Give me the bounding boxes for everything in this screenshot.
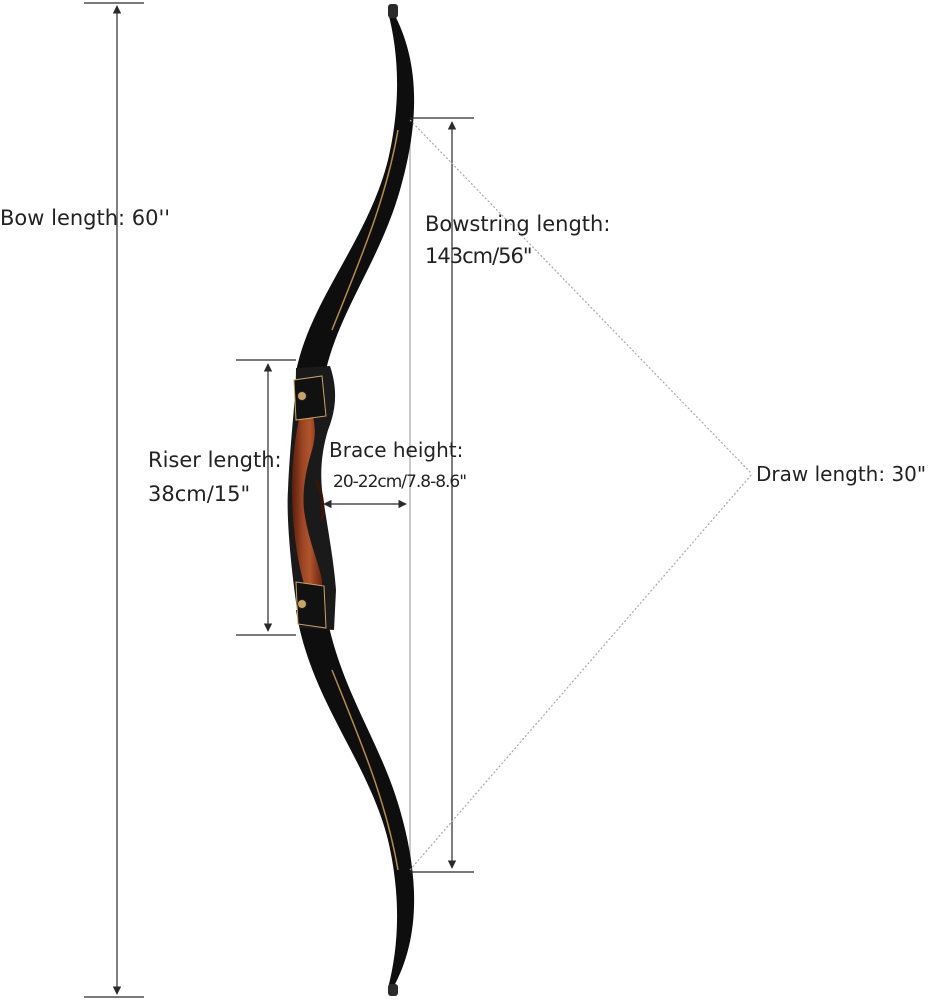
upper-limb-pocket <box>293 375 327 421</box>
bow-length-label: Bow length: 60'' <box>0 206 171 230</box>
draw-length-label: Draw length: 30" <box>756 462 927 486</box>
lower-limb-edge <box>331 669 399 871</box>
upper-limb-bolt <box>297 391 307 401</box>
upper-limb-edge <box>331 129 399 331</box>
lower-limb-bolt <box>297 599 307 609</box>
riser-length-title: Riser length: <box>148 448 282 472</box>
riser-length-value: 38cm/15" <box>148 482 251 506</box>
brace-height-value: 20-22cm/7.8-8.6" <box>333 472 467 492</box>
brace-height-title: Brace height: <box>329 438 464 462</box>
lower-limb <box>296 610 415 990</box>
lower-limb-tip <box>388 984 398 996</box>
draw-line-bottom <box>409 473 753 871</box>
upper-limb-tip <box>388 4 398 18</box>
riser-wood <box>292 400 322 596</box>
lower-limb-pocket <box>295 581 327 629</box>
upper-limb <box>296 10 415 372</box>
bowstring-length-value: 143cm/56" <box>425 244 533 268</box>
draw-line-top <box>409 119 753 475</box>
riser-grip-shadow <box>314 479 325 521</box>
bowstring-length-title: Bowstring length: <box>425 212 611 236</box>
